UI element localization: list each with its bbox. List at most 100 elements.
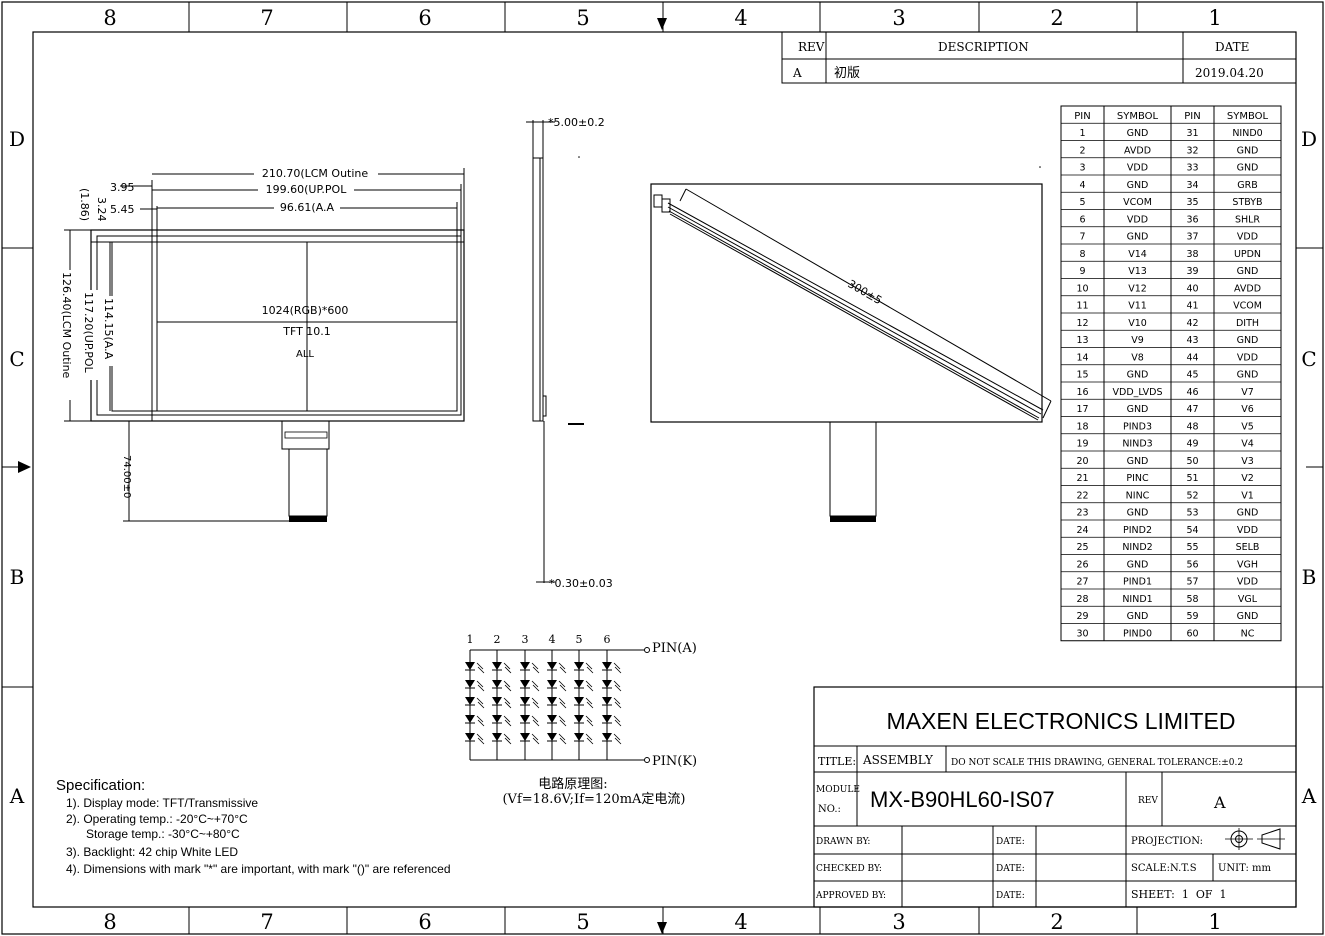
pin-table-cell: GND bbox=[1237, 370, 1259, 381]
dim-fpc-thickness: *0.30±0.03 bbox=[549, 577, 613, 590]
pin-table-cell: 45 bbox=[1186, 370, 1198, 381]
pin-table-cell: AVDD bbox=[1234, 283, 1261, 294]
led-ray bbox=[532, 666, 540, 674]
pin-table-cell: V9 bbox=[1131, 335, 1144, 346]
pin-table-cell: 39 bbox=[1186, 266, 1198, 277]
pin-table-cell: 17 bbox=[1076, 404, 1088, 415]
zone-column-label: 4 bbox=[734, 910, 747, 934]
fpc-tail bbox=[288, 448, 328, 517]
led-ray bbox=[559, 719, 567, 727]
pin-table-cell: NIND2 bbox=[1122, 542, 1152, 553]
description-header: DESCRIPTION bbox=[938, 40, 1029, 54]
led-ray bbox=[613, 733, 621, 741]
led-ray bbox=[558, 680, 566, 688]
led-ray bbox=[559, 737, 567, 745]
pin-table-cell: GND bbox=[1127, 370, 1149, 381]
led-ray bbox=[504, 737, 512, 745]
led-ray bbox=[477, 737, 485, 745]
module-label-no: NO.: bbox=[818, 804, 841, 815]
zone-column-label: 8 bbox=[103, 910, 116, 934]
pin-table-cell: 50 bbox=[1186, 456, 1198, 467]
drawn-by-label: DRAWN BY: bbox=[816, 837, 870, 847]
pin-table-cell: GND bbox=[1237, 335, 1259, 346]
pin-table-cell: V2 bbox=[1241, 473, 1254, 484]
pin-table-cell: 43 bbox=[1186, 335, 1198, 346]
led-ray bbox=[586, 684, 594, 692]
led-ray bbox=[558, 662, 566, 670]
zone-column-label: 6 bbox=[418, 910, 431, 934]
zone-row-label: C bbox=[1301, 347, 1316, 371]
pin-table-cell: GRB bbox=[1237, 180, 1257, 191]
pin-table-cell: 33 bbox=[1186, 163, 1198, 174]
zone-column-label: 7 bbox=[260, 910, 273, 934]
label-bg-lcm-h bbox=[62, 270, 78, 400]
pin-table-cell: STBYB bbox=[1232, 197, 1262, 208]
pin-table-cell: 53 bbox=[1186, 508, 1198, 519]
led-diode-icon bbox=[520, 680, 530, 688]
pin-table-cell: 11 bbox=[1076, 301, 1088, 312]
pin-table-cell: V13 bbox=[1128, 266, 1147, 277]
led-ray bbox=[504, 701, 512, 709]
dim-left-offset-2: 5.45 bbox=[110, 203, 135, 216]
pin-table-cell: NIND1 bbox=[1122, 594, 1152, 605]
revision-block: REV DESCRIPTION DATE A 初版 2019.04.20 bbox=[781, 31, 1297, 84]
dim-aa-width: 96.61(A.A bbox=[280, 201, 335, 214]
pin-table-cell: V10 bbox=[1128, 318, 1147, 329]
led-diode-icon bbox=[465, 662, 475, 670]
dim-thickness: *5.00±0.2 bbox=[548, 116, 605, 129]
pin-table-cell: V6 bbox=[1241, 404, 1254, 415]
pin-table-cell: 23 bbox=[1076, 508, 1088, 519]
inner-frame bbox=[32, 31, 1297, 908]
label-bg-aa bbox=[274, 201, 340, 213]
pin-table-cell: NIND0 bbox=[1232, 128, 1262, 139]
led-diode-icon bbox=[574, 697, 584, 705]
zone-column-label: 5 bbox=[576, 910, 589, 934]
spec-item: 3). Backlight: 42 chip White LED bbox=[66, 845, 238, 859]
projection-label: PROJECTION: bbox=[1131, 836, 1203, 847]
led-diode-icon bbox=[602, 697, 612, 705]
pin-k-label: PIN(K) bbox=[652, 754, 697, 769]
zone-column-label: 1 bbox=[1208, 910, 1221, 934]
pin-table-cell: GND bbox=[1127, 404, 1149, 415]
pin-table-cell: 55 bbox=[1186, 542, 1198, 553]
pin-table-cell: 6 bbox=[1079, 214, 1085, 225]
pin-table-cell: 48 bbox=[1186, 421, 1198, 432]
back-view: 300±5 bbox=[650, 166, 1052, 522]
pin-table-cell: VGH bbox=[1237, 559, 1258, 570]
zone-row-label: A bbox=[9, 784, 25, 808]
date-value: 2019.04.20 bbox=[1195, 66, 1264, 80]
company-name: MAXEN ELECTRONICS LIMITED bbox=[887, 708, 1236, 734]
led-ray bbox=[532, 701, 540, 709]
led-ray bbox=[586, 719, 594, 727]
pin-table-cell: GND bbox=[1127, 559, 1149, 570]
pin-k-terminal bbox=[644, 757, 650, 763]
led-ray bbox=[476, 733, 484, 741]
led-diode-icon bbox=[492, 715, 502, 723]
pin-table-cell: GND bbox=[1127, 456, 1149, 467]
date-label-3: DATE: bbox=[996, 891, 1025, 901]
pin-a-terminal bbox=[644, 647, 650, 653]
zone-column-label: 5 bbox=[576, 6, 589, 30]
pin-table-cell: VCOM bbox=[1123, 197, 1152, 208]
led-diode-icon bbox=[465, 733, 475, 741]
rev-label: REV bbox=[1138, 796, 1158, 806]
pin-table-cell: DITH bbox=[1236, 318, 1259, 329]
pin-table-cell: 41 bbox=[1186, 301, 1198, 312]
led-diode-icon bbox=[574, 715, 584, 723]
led-ray bbox=[613, 697, 621, 705]
pin-table-cell: V12 bbox=[1128, 283, 1147, 294]
pin-table-cell: 31 bbox=[1186, 128, 1198, 139]
projection-symbol-icon bbox=[1225, 828, 1285, 850]
led-ray bbox=[614, 719, 622, 727]
zone-row-label: C bbox=[9, 347, 24, 371]
pin-table-cell: V4 bbox=[1241, 439, 1254, 450]
pin-table-cell: 8 bbox=[1079, 249, 1085, 260]
pin-table-cell: 35 bbox=[1186, 197, 1198, 208]
led-ray bbox=[503, 680, 511, 688]
fpc-label-plate bbox=[284, 431, 328, 439]
fpc-contacts bbox=[289, 516, 327, 522]
approved-by-label: APPROVED BY: bbox=[815, 891, 886, 901]
